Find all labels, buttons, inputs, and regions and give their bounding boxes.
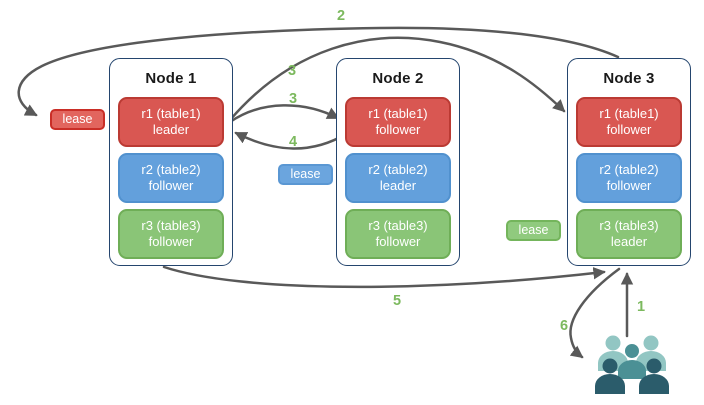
- node-title: Node 3: [603, 70, 655, 87]
- replica-node3-r1: r1 (table1) follower: [576, 97, 682, 147]
- replica-name: r3 (table3): [141, 218, 201, 233]
- replica-node1-r1: r1 (table1) leader: [118, 97, 224, 147]
- replica-name: r1 (table1): [368, 106, 428, 121]
- step-label-1: 1: [636, 299, 646, 315]
- replica-name: r2 (table2): [599, 162, 659, 177]
- replica-name: r2 (table2): [368, 162, 428, 177]
- lease-badge-r1: lease: [50, 109, 105, 130]
- step-label-6: 6: [559, 318, 569, 334]
- replica-role: follower: [606, 122, 652, 137]
- replica-name: r3 (table3): [368, 218, 428, 233]
- replica-node2-r3: r3 (table3) follower: [345, 209, 451, 259]
- step-label-4: 4: [288, 134, 298, 150]
- replica-node3-r3: r3 (table3) leader: [576, 209, 682, 259]
- arrow-step3-leader-to-node2: [228, 104, 340, 124]
- replica-node1-r2: r2 (table2) follower: [118, 153, 224, 203]
- replica-node2-r2: r2 (table2) leader: [345, 153, 451, 203]
- replica-name: r3 (table3): [599, 218, 659, 233]
- node-card-2: Node 2 r1 (table1) follower r2 (table2) …: [336, 58, 460, 266]
- step-label-3b: 3: [288, 91, 298, 107]
- replica-node2-r1: r1 (table1) follower: [345, 97, 451, 147]
- step-label-3a: 3: [287, 63, 297, 79]
- replica-name: r1 (table1): [599, 106, 659, 121]
- lease-badge-r2: lease: [278, 164, 333, 185]
- step-label-2: 2: [336, 8, 346, 24]
- arrow-step6-node3-to-client: [569, 267, 621, 359]
- replica-role: leader: [152, 122, 190, 137]
- replica-node3-r2: r2 (table2) follower: [576, 153, 682, 203]
- replica-name: r1 (table1): [141, 106, 201, 121]
- replica-role: follower: [148, 178, 194, 193]
- node-card-3: Node 3 r1 (table1) follower r2 (table2) …: [567, 58, 691, 266]
- replica-node1-r3: r3 (table3) follower: [118, 209, 224, 259]
- step-label-5: 5: [392, 293, 402, 309]
- replica-role: follower: [375, 122, 421, 137]
- node-title: Node 2: [372, 70, 424, 87]
- users-group-icon: [595, 335, 669, 394]
- replica-role: leader: [610, 234, 648, 249]
- replica-role: follower: [148, 234, 194, 249]
- replica-role: follower: [606, 178, 652, 193]
- node-card-1: Node 1 r1 (table1) leader r2 (table2) fo…: [109, 58, 233, 266]
- lease-badge-r3: lease: [506, 220, 561, 241]
- arrow-step5-node1-to-node3: [162, 265, 606, 289]
- replica-role: follower: [375, 234, 421, 249]
- replica-role: leader: [379, 178, 417, 193]
- replica-name: r2 (table2): [141, 162, 201, 177]
- node-title: Node 1: [145, 70, 197, 87]
